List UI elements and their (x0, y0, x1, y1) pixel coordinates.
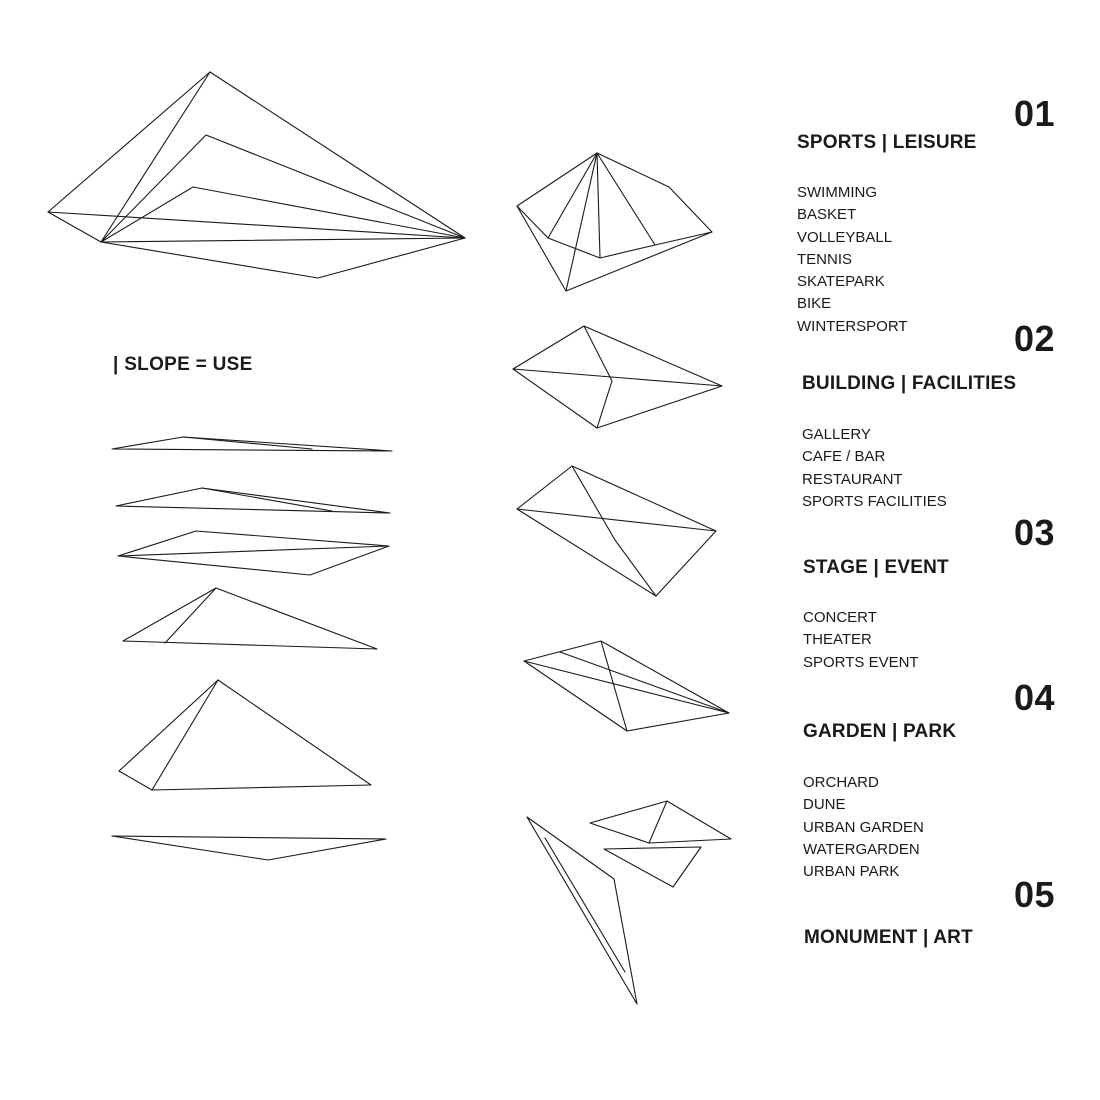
section-number-01: 01 (1013, 93, 1055, 134)
category-item: SPORTS EVENT (803, 653, 919, 671)
section-items-sports-leisure: SWIMMING BASKET VOLLEYBALL TENNIS SKATEPARK B… (797, 182, 908, 338)
category-item: BIKE (797, 295, 832, 313)
category-item: SPORTS FACILITIES (802, 492, 947, 510)
use-wireframe-monument (526, 800, 732, 1005)
section-title-garden-park: GARDEN | PARK (803, 721, 957, 742)
slope-variant-6 (111, 835, 387, 861)
category-item: THEATER (803, 631, 872, 649)
section-title-sports-leisure: SPORTS | LEISURE (797, 132, 977, 153)
section-title-stage-event: STAGE | EVENT (803, 557, 949, 578)
category-item: WATERGARDEN (803, 840, 920, 858)
category-item: URBAN GARDEN (803, 818, 924, 836)
section-items-garden-park: ORCHARD DUNE URBAN GARDEN WATERGARDEN URBAN … (803, 772, 924, 883)
section-title-monument-art: MONUMENT | ART (804, 927, 973, 948)
use-wireframe-garden (523, 640, 730, 732)
section-number-03: 03 (1013, 512, 1055, 553)
slope-variant-1 (111, 436, 393, 452)
section-number-05: 05 (1013, 874, 1055, 915)
category-item: URBAN PARK (803, 863, 900, 881)
category-item: SWIMMING (797, 184, 877, 201)
use-wireframe-sports (516, 152, 713, 292)
category-item: SKATEPARK (797, 273, 885, 291)
category-item: BASKET (797, 206, 857, 224)
section-number-04: 04 (1013, 677, 1055, 718)
section-title-building-facilities: BUILDING | FACILITIES (802, 373, 1017, 394)
slope-variant-3 (117, 530, 390, 576)
slope-variant-2 (115, 487, 391, 514)
hero-slope-wireframe (47, 71, 466, 279)
category-item: ORCHARD (803, 774, 879, 791)
slope-variant-5 (118, 679, 372, 791)
category-item: GALLERY (802, 426, 871, 443)
category-item: RESTAURANT (802, 470, 903, 488)
slope-use-label: | SLOPE = USE (113, 354, 253, 375)
section-items-building-facilities: GALLERY CAFE / BAR RESTAURANT SPORTS FACILI… (802, 424, 947, 513)
category-item: VOLLEYBALL (797, 228, 893, 246)
category-item: WINTERSPORT (797, 317, 908, 335)
section-number-02: 02 (1013, 318, 1055, 359)
use-wireframe-building (512, 325, 723, 429)
use-wireframe-stage (516, 465, 717, 597)
category-item: CONCERT (803, 609, 877, 626)
slope-variant-4 (122, 587, 378, 650)
category-item: CAFE / BAR (802, 448, 886, 466)
category-item: DUNE (803, 796, 846, 814)
section-items-stage-event: CONCERT THEATER SPORTS EVENT (803, 607, 919, 674)
category-item: TENNIS (797, 250, 853, 268)
